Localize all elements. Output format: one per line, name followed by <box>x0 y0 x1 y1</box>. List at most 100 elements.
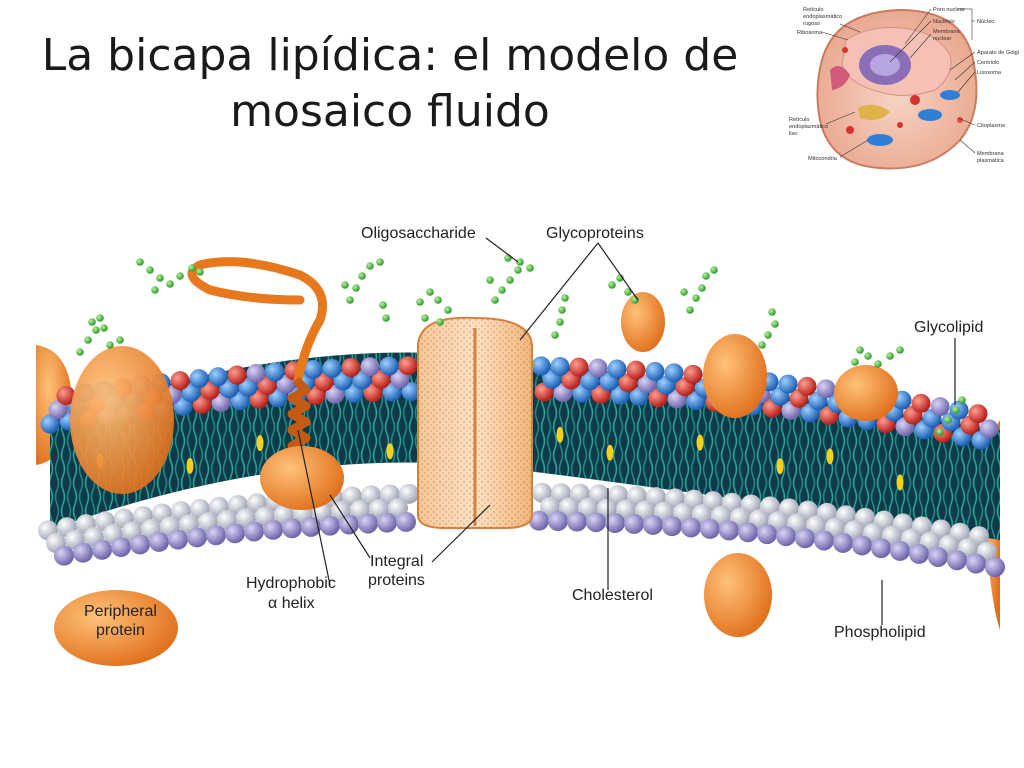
sugar-unit <box>92 326 100 334</box>
title-line-1: La bicapa lipídica: el modelo de <box>41 30 739 81</box>
sugar-unit <box>771 320 779 328</box>
sugar-unit <box>556 318 564 326</box>
phospholipid-head <box>588 358 608 378</box>
label-peripheral-line2: protein <box>96 622 145 639</box>
label-glycolipid: Glycolipid <box>914 319 983 336</box>
sugar-unit <box>952 406 960 414</box>
cholesterol-mark <box>896 474 904 491</box>
phospholipid-head <box>814 530 834 551</box>
phospholipid-head <box>170 371 190 391</box>
label-reticulo-liso-2: endoplasmático <box>789 124 828 130</box>
sugar-unit <box>106 341 114 349</box>
sugar-unit <box>874 360 882 368</box>
sugar-unit <box>526 264 534 272</box>
sugar-unit <box>551 331 559 339</box>
sugar-unit <box>444 306 452 314</box>
phospholipid-head <box>282 518 302 539</box>
sugar-unit <box>698 284 706 292</box>
label-membrana-nuclear-1: Membrana <box>933 29 961 35</box>
label-reticulo-rugoso-1: Retículo <box>803 7 824 13</box>
sugar-unit <box>379 301 387 309</box>
phospholipid-head <box>208 367 228 387</box>
sugar-unit <box>886 352 894 360</box>
phospholipid-head <box>909 543 929 564</box>
sugar-unit <box>421 314 429 322</box>
label-cholesterol: Cholesterol <box>572 587 653 604</box>
sugar-unit <box>896 346 904 354</box>
label-membrana-plasmatica-2: plasmática <box>977 158 1005 164</box>
phospholipid-head <box>206 525 226 546</box>
phospholipid-head <box>730 507 750 528</box>
glycoprotein-bodies <box>621 292 898 637</box>
phospholipid-head <box>48 400 68 420</box>
phospholipid-head <box>377 512 397 533</box>
phospholipid-head <box>816 379 836 399</box>
sugar-unit <box>768 308 776 316</box>
phospholipid-head <box>360 357 380 377</box>
cell-illustration <box>816 8 978 170</box>
phospholipid-head <box>379 356 399 376</box>
phospholipid-head <box>225 523 245 544</box>
cholesterol-mark <box>776 458 784 475</box>
phospholipid-head <box>890 540 910 561</box>
phospholipid-head <box>401 382 421 402</box>
phospholipid-head <box>230 391 250 411</box>
phospholipid-head <box>662 516 682 537</box>
phospholipid-head <box>979 419 999 439</box>
phospholipid-head <box>722 492 742 513</box>
label-mitocondria: Mitocondria <box>808 156 838 162</box>
phospholipid-head <box>911 393 931 413</box>
phospholipid-head <box>246 363 266 383</box>
sugar-unit <box>692 294 700 302</box>
sugar-unit <box>196 268 204 276</box>
phospholipid-head <box>396 511 416 532</box>
sugar-unit <box>88 318 96 326</box>
integral-channel-protein <box>417 316 533 529</box>
alpha-helix-protein <box>187 257 344 510</box>
label-glycoproteins: Glycoproteins <box>546 225 644 242</box>
phospholipid-head <box>244 521 264 542</box>
phospholipid-head <box>189 369 209 389</box>
sugar-unit <box>561 294 569 302</box>
phospholipid-head <box>550 356 570 376</box>
phospholipid-head <box>531 356 551 376</box>
phospholipid-head <box>607 359 627 379</box>
cholesterol-mark <box>606 444 614 461</box>
phospholipid-head <box>529 510 549 531</box>
sugar-unit <box>358 272 366 280</box>
cholesterol-mark <box>826 448 834 465</box>
phospholipid-head <box>673 502 693 523</box>
phospholipid-head <box>947 550 967 571</box>
label-reticulo-rugoso-3: rugoso <box>803 21 820 27</box>
label-oligosaccharide: Oligosaccharide <box>361 225 476 242</box>
sugar-unit <box>188 264 196 272</box>
sugar-unit <box>558 306 566 314</box>
phospholipid-head <box>776 526 796 547</box>
phospholipid-head <box>684 489 704 510</box>
label-peripheral-line1: Peripheral <box>84 603 157 620</box>
phospholipid-head <box>795 528 815 549</box>
phospholipid-head <box>852 535 872 556</box>
sugar-unit <box>416 298 424 306</box>
sugar-unit <box>346 296 354 304</box>
phospholipid-head <box>665 488 685 509</box>
phospholipid-head <box>187 527 207 548</box>
label-citoplasma: Citoplasma <box>977 123 1006 129</box>
sugar-unit <box>516 258 524 266</box>
phospholipid-head <box>227 365 247 385</box>
phospholipid-head <box>738 522 758 543</box>
label-centriolo: Centriolo <box>977 60 999 66</box>
phospholipid-head <box>263 519 283 540</box>
label-poro-nuclear: Poro nuclear <box>933 7 965 13</box>
phospholipid-head <box>265 362 285 382</box>
phospholipid-head <box>358 513 378 534</box>
phospholipid-head <box>930 397 950 417</box>
phospholipid-head <box>626 360 646 380</box>
sugar-unit <box>702 272 710 280</box>
cholesterol-mark <box>696 434 704 451</box>
membrane-diagram: Oligosaccharide Glycoproteins Glycolipid… <box>36 225 1005 666</box>
sugar-unit <box>341 281 349 289</box>
phospholipid-head <box>211 393 231 413</box>
sugar-unit <box>764 331 772 339</box>
phospholipid-head <box>797 376 817 396</box>
